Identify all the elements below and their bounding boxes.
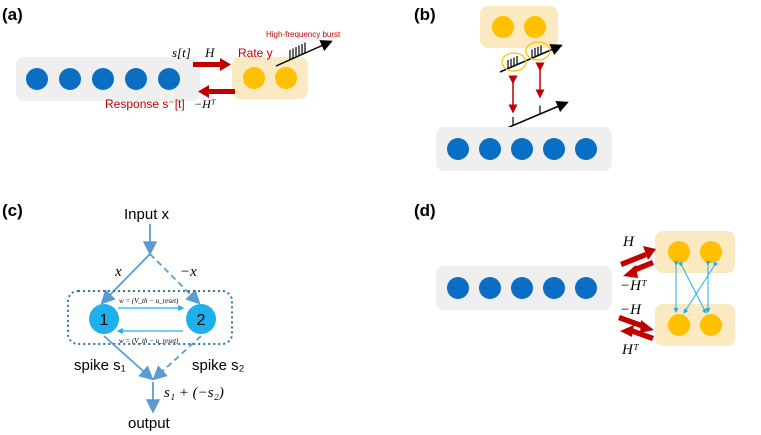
burst-label: High-frequency burst: [266, 30, 341, 39]
input-neuron: [543, 277, 565, 299]
input-label: Input x: [124, 206, 170, 223]
positive-branch: [100, 253, 151, 305]
burst-arrow: [275, 40, 333, 67]
panel-label-c: (c): [2, 201, 23, 220]
top-backward-arrow: [623, 260, 654, 278]
input-neuron: [511, 277, 533, 299]
input-neuron: [125, 68, 147, 90]
left-branch-label: x: [114, 264, 122, 280]
negative-branch: [149, 253, 201, 305]
lower-spike-arrow: [499, 100, 569, 132]
spike-2-path: [152, 335, 202, 381]
panel-label-a: (a): [2, 5, 23, 24]
rate-layer-box: [480, 6, 558, 48]
top-backward-label: −Hᵀ: [620, 278, 648, 294]
neuron-1: [89, 304, 119, 334]
weight-top-label: w = (V_th − u_reset): [119, 297, 179, 305]
input-neuron: [575, 138, 597, 160]
sum-label: s₁ + (−s₂): [164, 385, 224, 401]
rate-neuron: [668, 241, 690, 263]
right-branch-label: −x: [180, 264, 197, 280]
input-neuron: [26, 68, 48, 90]
input-neuron: [479, 277, 501, 299]
rate-neuron: [243, 67, 265, 89]
input-neuron: [511, 138, 533, 160]
burst-highlight: [501, 52, 527, 72]
input-neuron: [575, 277, 597, 299]
top-forward-label: H: [622, 234, 635, 250]
negative-rate-layer-box: [655, 304, 735, 346]
input-neuron: [447, 138, 469, 160]
neuron-1-label: 1: [100, 312, 109, 329]
input-neuron: [158, 68, 180, 90]
input-neuron: [92, 68, 114, 90]
backward-arrow: [198, 85, 235, 98]
input-neuron: [59, 68, 81, 90]
bottom-forward-label: −H: [620, 302, 642, 318]
forward-matrix-label: H: [204, 45, 215, 60]
input-signal-label: s[t]: [172, 45, 191, 60]
forward-arrow: [193, 58, 231, 71]
rate-neuron: [275, 67, 297, 89]
rate-neuron: [700, 314, 722, 336]
bottom-backward-label: Hᵀ: [621, 342, 640, 358]
lateral-connections: [673, 261, 719, 314]
burst-highlight: [525, 41, 551, 61]
rate-neuron: [668, 314, 690, 336]
vertical-red-arrows: [508, 62, 545, 114]
input-neurons: [26, 68, 180, 90]
backward-matrix-label: −Hᵀ: [194, 97, 216, 111]
bottom-forward-arrow: [618, 315, 654, 333]
upper-spike-arrow: [499, 41, 563, 73]
rate-label: Rate y: [238, 46, 273, 60]
rate-neuron: [700, 241, 722, 263]
panel-label-d: (d): [414, 201, 436, 220]
response-label: Response s⁻[t]: [105, 97, 185, 111]
spike-2-label: spike s₂: [192, 357, 245, 374]
positive-rate-layer-box: [655, 231, 735, 273]
spike-1-label: spike s₁: [74, 357, 126, 374]
panel-label-b: (b): [414, 5, 436, 24]
top-forward-arrow: [620, 246, 656, 267]
bottom-backward-arrow: [620, 325, 654, 341]
neuron-2: [186, 304, 216, 334]
rate-neuron: [492, 16, 514, 38]
spike-train: [289, 42, 306, 60]
spike-1-path: [103, 335, 154, 381]
neuron-2-label: 2: [197, 312, 206, 329]
input-neuron: [447, 277, 469, 299]
output-label: output: [128, 415, 171, 432]
weight-bottom-label: w = (V_th − u_reset): [119, 337, 179, 345]
rate-neuron: [524, 16, 546, 38]
input-neuron: [479, 138, 501, 160]
spiking-pair-box: [67, 290, 233, 345]
input-neuron: [543, 138, 565, 160]
